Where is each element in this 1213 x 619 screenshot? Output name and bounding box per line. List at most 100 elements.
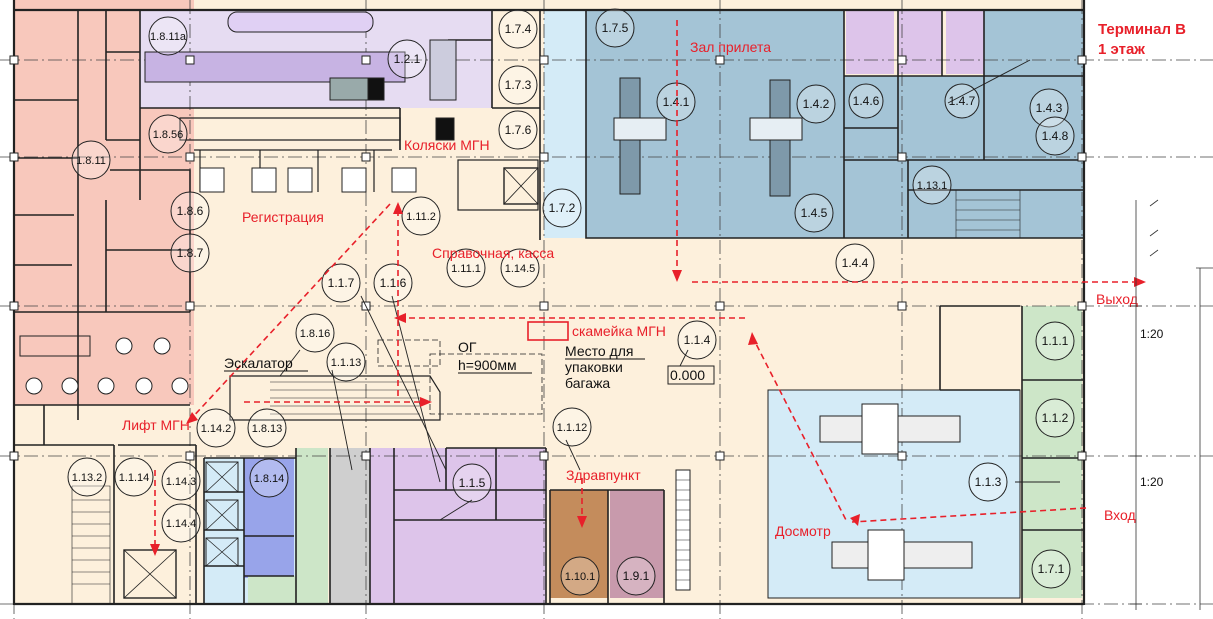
toilet-block-bottom <box>370 448 546 604</box>
room-number: 1.1.14 <box>119 472 150 484</box>
room-number: 1.9.1 <box>623 569 650 583</box>
cafe-tables <box>19 335 189 395</box>
medical-label: Здравпункт <box>566 467 641 483</box>
room-label-circle <box>67 457 107 497</box>
room-number: 1.14.2 <box>201 423 232 435</box>
service-room-top <box>984 10 1084 76</box>
plan-title-line1: Терминал В <box>1098 21 1186 38</box>
room-label: 1.1.13 <box>326 342 366 382</box>
room-label-circle <box>247 408 287 448</box>
og-label: ОГ <box>458 339 477 355</box>
room-number: 1.11.1 <box>451 263 481 275</box>
room-number: 1.14.5 <box>505 263 536 275</box>
room-label: 1.7.6 <box>498 110 538 150</box>
room-label-circle <box>542 188 582 228</box>
room-label: 1.8.6 <box>170 191 210 231</box>
green-room-2 <box>1022 380 1082 458</box>
room-label: 1.13.2 <box>67 457 107 497</box>
room-label: 1.14.5 <box>500 248 540 288</box>
room-number: 1.4.6 <box>853 94 880 108</box>
arrival-hall-label: Зал прилета <box>690 39 771 55</box>
room-number: 1.4.3 <box>1036 101 1063 115</box>
room-label-circle <box>968 462 1008 502</box>
room-label-circle <box>148 114 188 154</box>
room-number: 1.1.13 <box>331 357 362 369</box>
room-label-circle <box>71 140 111 180</box>
room-number: 1.7.2 <box>549 201 576 215</box>
room-label-circle <box>170 233 210 273</box>
room-number: 1.1.5 <box>459 476 486 490</box>
baggage-label-2: упаковки <box>565 359 623 375</box>
room-number: 1.8.11а <box>150 31 187 43</box>
room-label: 1.1.1 <box>1035 321 1075 361</box>
room-label: 1.8.14 <box>249 458 289 498</box>
room-label-circle <box>560 556 600 596</box>
room-number: 1.7.4 <box>505 22 532 36</box>
room-number: 1.4.4 <box>842 256 869 270</box>
room-number: 1.8.7 <box>177 246 204 260</box>
exit-label: Выход <box>1096 291 1138 307</box>
room-label-circle <box>321 263 361 303</box>
room-label: 1.7.1 <box>1031 549 1071 589</box>
room-label-circle <box>401 196 441 236</box>
green-room-1 <box>1022 306 1082 380</box>
entrance-label: Вход <box>1104 507 1136 523</box>
route-security <box>751 335 847 521</box>
room-label: 1.7.5 <box>595 8 635 48</box>
column-markers <box>9 55 1087 461</box>
room-label: 1.4.2 <box>796 84 836 124</box>
room-number: 1.1.7 <box>328 276 355 290</box>
room-label-circle <box>114 457 154 497</box>
room-label: 1.8.56 <box>148 114 188 154</box>
room-label: 1.13.1 <box>912 165 952 205</box>
room-label: 1.1.4 <box>677 320 717 360</box>
room-number: 1.7.5 <box>602 21 629 35</box>
info-desk-label: Справочная, касса <box>432 245 554 261</box>
room-number: 1.11.2 <box>406 211 436 223</box>
room-label-circle <box>387 39 427 79</box>
room-label-circle <box>677 320 717 360</box>
room-label: 1.8.13 <box>247 408 287 448</box>
room-label: 1.4.4 <box>835 243 875 283</box>
room-label-circle <box>1035 321 1075 361</box>
security-label: Досмотр <box>775 523 831 539</box>
room-label: 1.1.2 <box>1035 398 1075 438</box>
room-label: 1.4.1 <box>656 82 696 122</box>
room-label-circle <box>295 313 335 353</box>
room-label: 1.14.4 <box>161 503 201 543</box>
room-label: 1.2.1 <box>387 39 427 79</box>
dimension-lines <box>1130 199 1213 610</box>
room-label: 1.7.3 <box>498 65 538 105</box>
room-number: 1.1.6 <box>380 276 407 290</box>
room-label-circle <box>794 193 834 233</box>
room-number: 1.7.3 <box>505 78 532 92</box>
green-strip-left <box>248 576 300 604</box>
room-number: 1.8.13 <box>252 423 283 435</box>
room-number: 1.1.1 <box>1042 334 1069 348</box>
baggage-label-3: багажа <box>565 375 610 391</box>
room-label-circle <box>912 165 952 205</box>
room-label: 1.7.4 <box>498 9 538 49</box>
room-label-circle <box>1031 549 1071 589</box>
room-number: 1.8.14 <box>254 473 285 485</box>
og-height-label: h=900мм <box>458 357 517 373</box>
room-label: 1.4.5 <box>794 193 834 233</box>
room-label-circle <box>446 248 486 288</box>
room-label: 1.1.5 <box>452 463 492 503</box>
arrowheads <box>150 202 1146 556</box>
room-number: 1.1.12 <box>557 422 588 434</box>
room-label-circle <box>161 461 201 501</box>
room-label-circle <box>148 16 188 56</box>
room-label-circle <box>498 110 538 150</box>
room-number: 1.1.4 <box>684 333 711 347</box>
room-label-circle <box>170 191 210 231</box>
room-number: 1.4.2 <box>803 97 830 111</box>
green-room-3 <box>1022 458 1082 598</box>
room-number: 1.4.8 <box>1042 129 1069 143</box>
room-label: 1.4.8 <box>1035 116 1075 156</box>
room-number: 1.4.7 <box>949 94 976 108</box>
room-label: 1.9.1 <box>616 556 656 596</box>
room-number: 1.13.2 <box>72 472 103 484</box>
room-label: 1.1.14 <box>114 457 154 497</box>
